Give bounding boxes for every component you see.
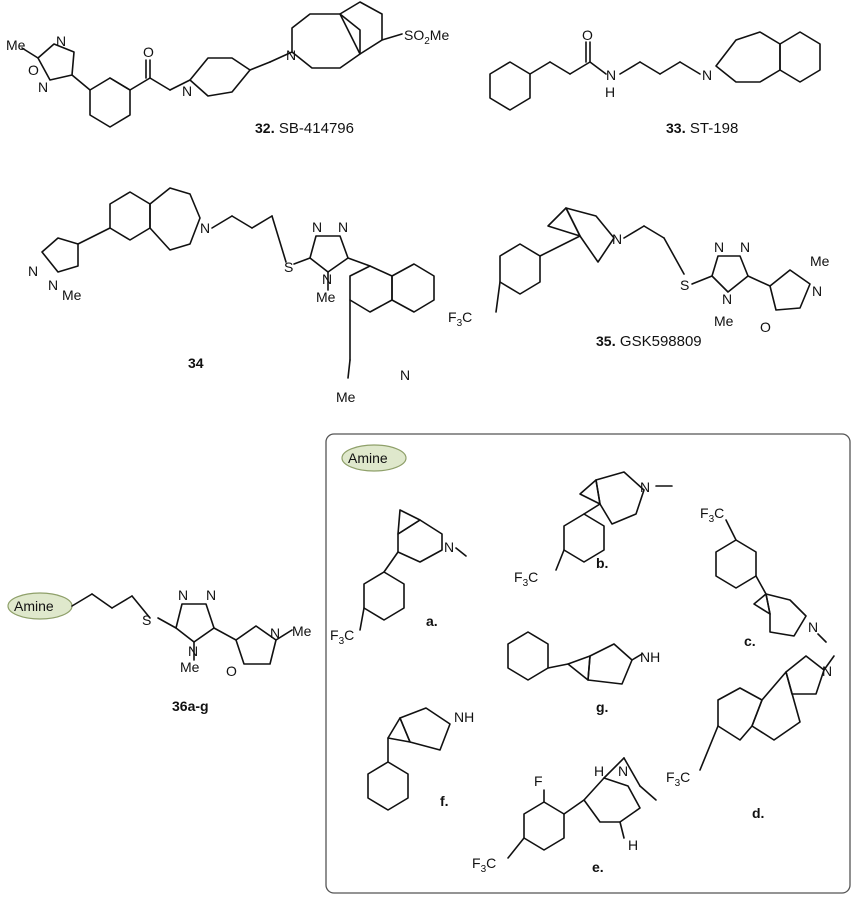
amine-c: F3C N c. <box>700 505 827 649</box>
methyl-label-35a: Me <box>714 313 734 329</box>
atom-nh-amine-f: NH <box>454 709 474 725</box>
methyl-label-34a: Me <box>62 287 82 303</box>
atom-n-34-pyrazole-a: N <box>28 263 38 279</box>
amine-b-label: b. <box>596 555 608 571</box>
amine-d-label: d. <box>752 805 764 821</box>
atom-n-32-piperidine: N <box>182 83 192 99</box>
atom-n-34-azepine: N <box>200 220 210 236</box>
atom-n-36-triazole-c: N <box>188 643 198 659</box>
atom-n-36-triazole-b: N <box>206 587 216 603</box>
atom-n-34-triazole-b: N <box>338 219 348 235</box>
atom-n-35-triazole-a: N <box>714 239 724 255</box>
atom-n-34-pyrazole-b: N <box>48 277 58 293</box>
amine-a: N F3C a. <box>330 509 467 647</box>
methyl-label-35b: Me <box>810 253 830 269</box>
methyl-label-34b: Me <box>316 289 336 305</box>
atom-h-33: H <box>605 84 615 100</box>
atom-n-34-triazole-a: N <box>312 219 322 235</box>
atom-o-32: O <box>28 62 39 78</box>
cf3-label-amine-b: F3C <box>514 569 538 589</box>
compound-35: N F3C S N N N Me Me N O 35. GSK598809 <box>448 207 830 350</box>
atom-o-35-oxazole: O <box>760 319 771 335</box>
atom-n-33-amide: N <box>606 67 616 83</box>
amine-panel-badge-label: Amine <box>348 450 388 466</box>
sulfonyl-label-32: SO2Me <box>404 27 449 47</box>
atom-n-36-oxazole: N <box>270 625 280 641</box>
atom-n-amine-a: N <box>444 539 454 555</box>
amine-g: NH g. <box>507 631 660 715</box>
compound-33: O N H N 33. ST-198 <box>489 27 821 137</box>
atom-n-34-quinoline: N <box>400 367 410 383</box>
atom-s-34: S <box>284 259 293 275</box>
atom-n-35-oxazole: N <box>812 283 822 299</box>
amine-panel-badge <box>341 444 407 472</box>
atom-n-amine-e: N <box>618 763 628 779</box>
atom-o-33: O <box>582 27 593 43</box>
cf3-label-amine-d: F3C <box>666 769 690 789</box>
amine-f-label: f. <box>440 793 449 809</box>
atom-n-32a: N <box>56 33 66 49</box>
atom-n-amine-c: N <box>808 619 818 635</box>
compound-36: Amine S N N N Me N O Me 36a-g <box>7 587 312 714</box>
amine-panel-border <box>325 433 851 894</box>
atom-n-35-triazole-b: N <box>740 239 750 255</box>
cf3-label-amine-c: F3C <box>700 505 724 525</box>
atom-n-32b: N <box>38 79 48 95</box>
amine-e: F H N H F3C e. <box>472 757 657 875</box>
atom-s-35: S <box>680 277 689 293</box>
atom-o-32-carbonyl: O <box>143 44 154 60</box>
amine-e-label: e. <box>592 859 604 875</box>
cf3-label-amine-a: F3C <box>330 627 354 647</box>
atom-n-32-azepine: N <box>286 47 296 63</box>
methyl-label-36b: Me <box>292 623 312 639</box>
atom-n-34-triazole-c: N <box>322 271 332 287</box>
amine-panel: Amine N F3C a. N F3C b. <box>325 433 851 894</box>
methyl-label-34c: Me <box>336 389 356 405</box>
atom-n-35-triazole-c: N <box>722 291 732 307</box>
atom-n-amine-d: N <box>822 663 832 679</box>
amine-b: N F3C b. <box>514 471 673 589</box>
methyl-label-32: Me <box>6 37 26 53</box>
atom-s-36: S <box>142 612 151 628</box>
atom-n-33-isoquinoline: N <box>702 67 712 83</box>
atom-n-35-azabicycle: N <box>612 231 622 247</box>
caption-34: 34 <box>188 355 204 371</box>
atom-n-amine-b: N <box>640 479 650 495</box>
amine-f: NH f. <box>367 707 474 811</box>
compound-32: Me N O N O N N SO2Me 32. SB-414796 <box>6 1 449 137</box>
atom-nh-amine-g: NH <box>640 649 660 665</box>
caption-33: 33. ST-198 <box>666 120 738 137</box>
amine-g-label: g. <box>596 699 608 715</box>
cf3-label-35: F3C <box>448 309 472 329</box>
amine-a-label: a. <box>426 613 438 629</box>
caption-32: 32. SB-414796 <box>255 120 354 137</box>
atom-h-amine-e-top: H <box>594 763 604 779</box>
atom-o-36-oxazole: O <box>226 663 237 679</box>
atom-h-amine-e-bottom: H <box>628 837 638 853</box>
amine-d: N F3C d. <box>666 655 835 821</box>
caption-36: 36a-g <box>172 698 209 714</box>
amine-badge-36-label: Amine <box>14 598 54 614</box>
methyl-label-36a: Me <box>180 659 200 675</box>
compound-34: N N N Me S N N N Me N Me 34 <box>28 187 435 405</box>
amine-c-label: c. <box>744 633 756 649</box>
cf3-label-amine-e: F3C <box>472 855 496 875</box>
atom-n-36-triazole-a: N <box>178 587 188 603</box>
atom-f-amine-e: F <box>534 773 543 789</box>
caption-35: 35. GSK598809 <box>596 333 702 350</box>
